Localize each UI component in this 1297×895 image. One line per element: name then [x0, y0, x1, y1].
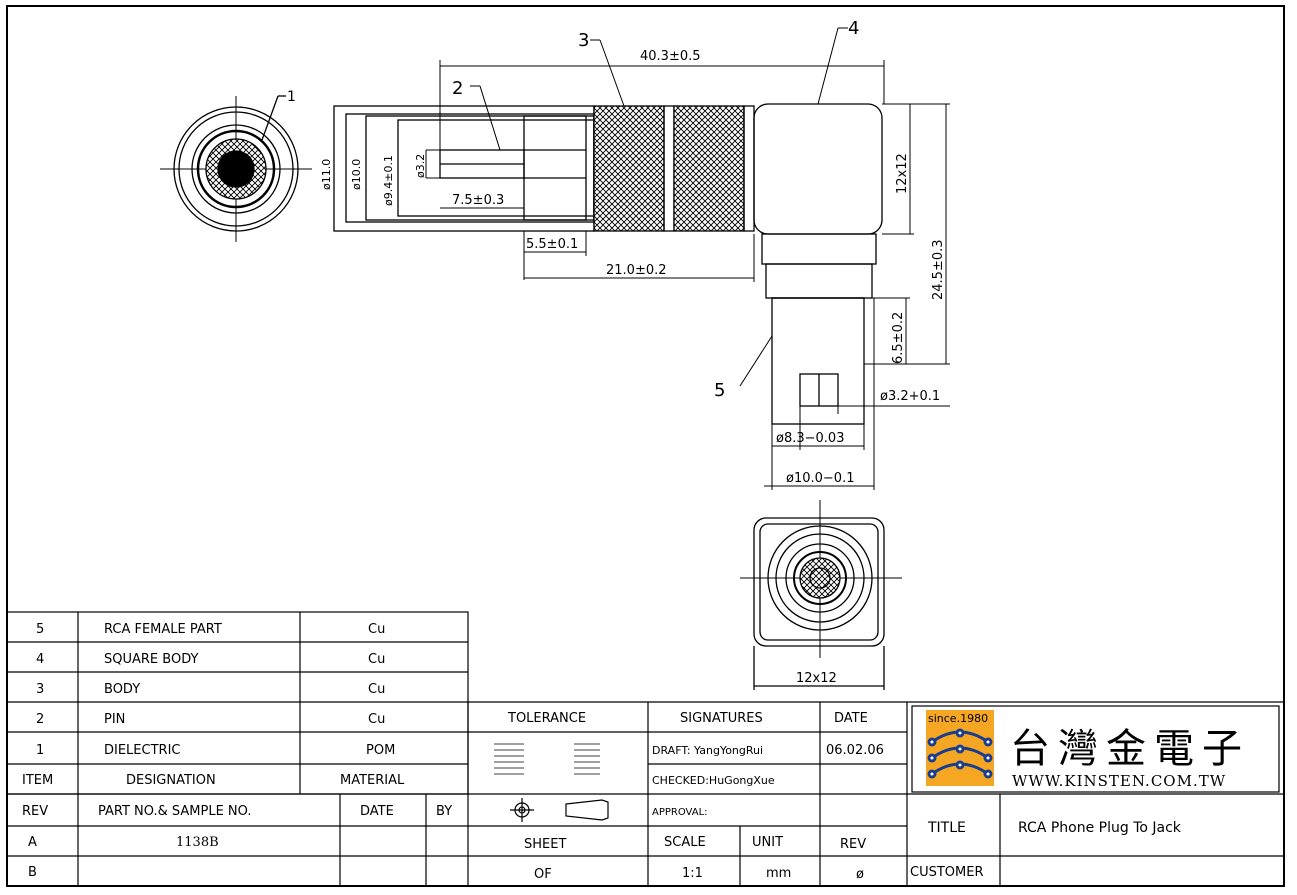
- callout-2: 2: [452, 78, 463, 99]
- signatures-label: SIGNATURES: [680, 711, 763, 726]
- callout-5: 5: [714, 380, 725, 401]
- projection-symbol-icon: [510, 798, 609, 822]
- company-url: WWW.KINSTEN.COM.TW: [1012, 772, 1226, 790]
- svg-text:BODY: BODY: [104, 682, 140, 697]
- svg-text:A: A: [28, 835, 37, 850]
- rev-row-b: B: [28, 865, 37, 880]
- date-value: 06.02.06: [826, 743, 884, 758]
- tolerance-label: TOLERANCE: [507, 711, 586, 726]
- unit-label: UNIT: [752, 835, 783, 850]
- svg-text:2: 2: [36, 712, 44, 727]
- bom-row-2: 2 PIN Cu: [36, 712, 385, 727]
- rev-header: REV PART NO.& SAMPLE NO. DATE BY: [22, 804, 452, 819]
- svg-text:DIELECTRIC: DIELECTRIC: [104, 743, 180, 758]
- dim-h65: 6.5±0.2: [891, 312, 906, 364]
- drawing-title: RCA Phone Plug To Jack: [1018, 820, 1182, 836]
- dim-d32: ø3.2: [414, 154, 427, 178]
- dim-sq1: 12x12: [895, 153, 910, 194]
- company-logo: since.1980: [926, 710, 994, 786]
- bom-row-1: 1 DIELECTRIC POM: [36, 743, 395, 758]
- svg-text:PIN: PIN: [104, 712, 125, 727]
- draft-signature: DRAFT: YangYongRui: [652, 744, 763, 757]
- dim-sq2: 12x12: [796, 671, 837, 686]
- rev-label: REV: [840, 837, 866, 852]
- svg-text:RCA FEMALE PART: RCA FEMALE PART: [104, 622, 222, 637]
- svg-text:PART NO.& SAMPLE NO.: PART NO.& SAMPLE NO.: [98, 804, 252, 819]
- sheet-of: OF: [534, 867, 552, 882]
- tolerance-table-icon: [494, 743, 600, 775]
- svg-text:5: 5: [36, 622, 44, 637]
- company-name: 台灣金電子: [1010, 726, 1250, 772]
- bom-row-4: 4 SQUARE BODY Cu: [36, 652, 385, 667]
- svg-text:SQUARE BODY: SQUARE BODY: [104, 652, 198, 667]
- sheet-border: [6, 5, 1285, 887]
- svg-text:1138B: 1138B: [176, 835, 219, 850]
- dim-d11: ø11.0: [320, 159, 333, 190]
- svg-text:DESIGNATION: DESIGNATION: [126, 773, 216, 788]
- svg-text:3: 3: [36, 682, 44, 697]
- dim-d83: ø8.3−0.03: [776, 431, 844, 446]
- bom-row-3: 3 BODY Cu: [36, 682, 385, 697]
- title-block-lines: [6, 611, 1284, 886]
- svg-text:1: 1: [36, 743, 44, 758]
- title-label: TITLE: [927, 820, 966, 836]
- svg-text:REV: REV: [22, 804, 48, 819]
- bom-header: ITEM DESIGNATION MATERIAL: [22, 773, 405, 788]
- svg-text:POM: POM: [366, 743, 395, 758]
- callout-4: 4: [848, 18, 859, 39]
- svg-text:ITEM: ITEM: [22, 773, 53, 788]
- svg-text:Cu: Cu: [368, 682, 385, 697]
- rev-value: ø: [856, 867, 864, 882]
- scale-value: 1:1: [682, 866, 703, 881]
- callout-3: 3: [578, 30, 589, 51]
- dimension-lines: [333, 27, 950, 490]
- dim-d32b: ø3.2+0.1: [880, 389, 940, 404]
- svg-text:Cu: Cu: [368, 622, 385, 637]
- unit-value: mm: [766, 866, 791, 881]
- scale-label: SCALE: [664, 835, 706, 850]
- checked-signature: CHECKED:HuGongXue: [652, 774, 775, 787]
- logo-frame: [911, 705, 1280, 793]
- dim-overall: 40.3±0.5: [640, 49, 701, 64]
- approval-signature: APPROVAL:: [652, 807, 708, 818]
- bottom-view: [740, 500, 902, 690]
- dim-d21: 21.0±0.2: [606, 263, 667, 278]
- front-view: [160, 95, 312, 242]
- svg-text:BY: BY: [436, 804, 452, 819]
- svg-text:MATERIAL: MATERIAL: [340, 773, 405, 788]
- svg-text:Cu: Cu: [368, 712, 385, 727]
- dim-pin: 7.5±0.3: [452, 193, 504, 208]
- svg-text:since.1980: since.1980: [928, 712, 988, 725]
- callout-1: 1: [287, 89, 296, 105]
- svg-text:DATE: DATE: [360, 804, 394, 819]
- date-label: DATE: [834, 711, 868, 726]
- rev-row-a: A 1138B: [28, 835, 219, 850]
- dim-d100: ø10.0−0.1: [786, 471, 854, 486]
- dim-h245: 24.5±0.3: [931, 239, 946, 300]
- customer-label: CUSTOMER: [910, 865, 983, 880]
- dim-d94: ø9.4±0.1: [382, 155, 395, 206]
- svg-text:Cu: Cu: [368, 652, 385, 667]
- dim-d55: 5.5±0.1: [526, 237, 578, 252]
- side-view: [333, 103, 883, 425]
- bom-row-5: 5 RCA FEMALE PART Cu: [36, 622, 385, 637]
- svg-text:B: B: [28, 865, 37, 880]
- svg-text:4: 4: [36, 652, 44, 667]
- dim-d10: ø10.0: [350, 159, 363, 190]
- sheet-label: SHEET: [524, 837, 566, 852]
